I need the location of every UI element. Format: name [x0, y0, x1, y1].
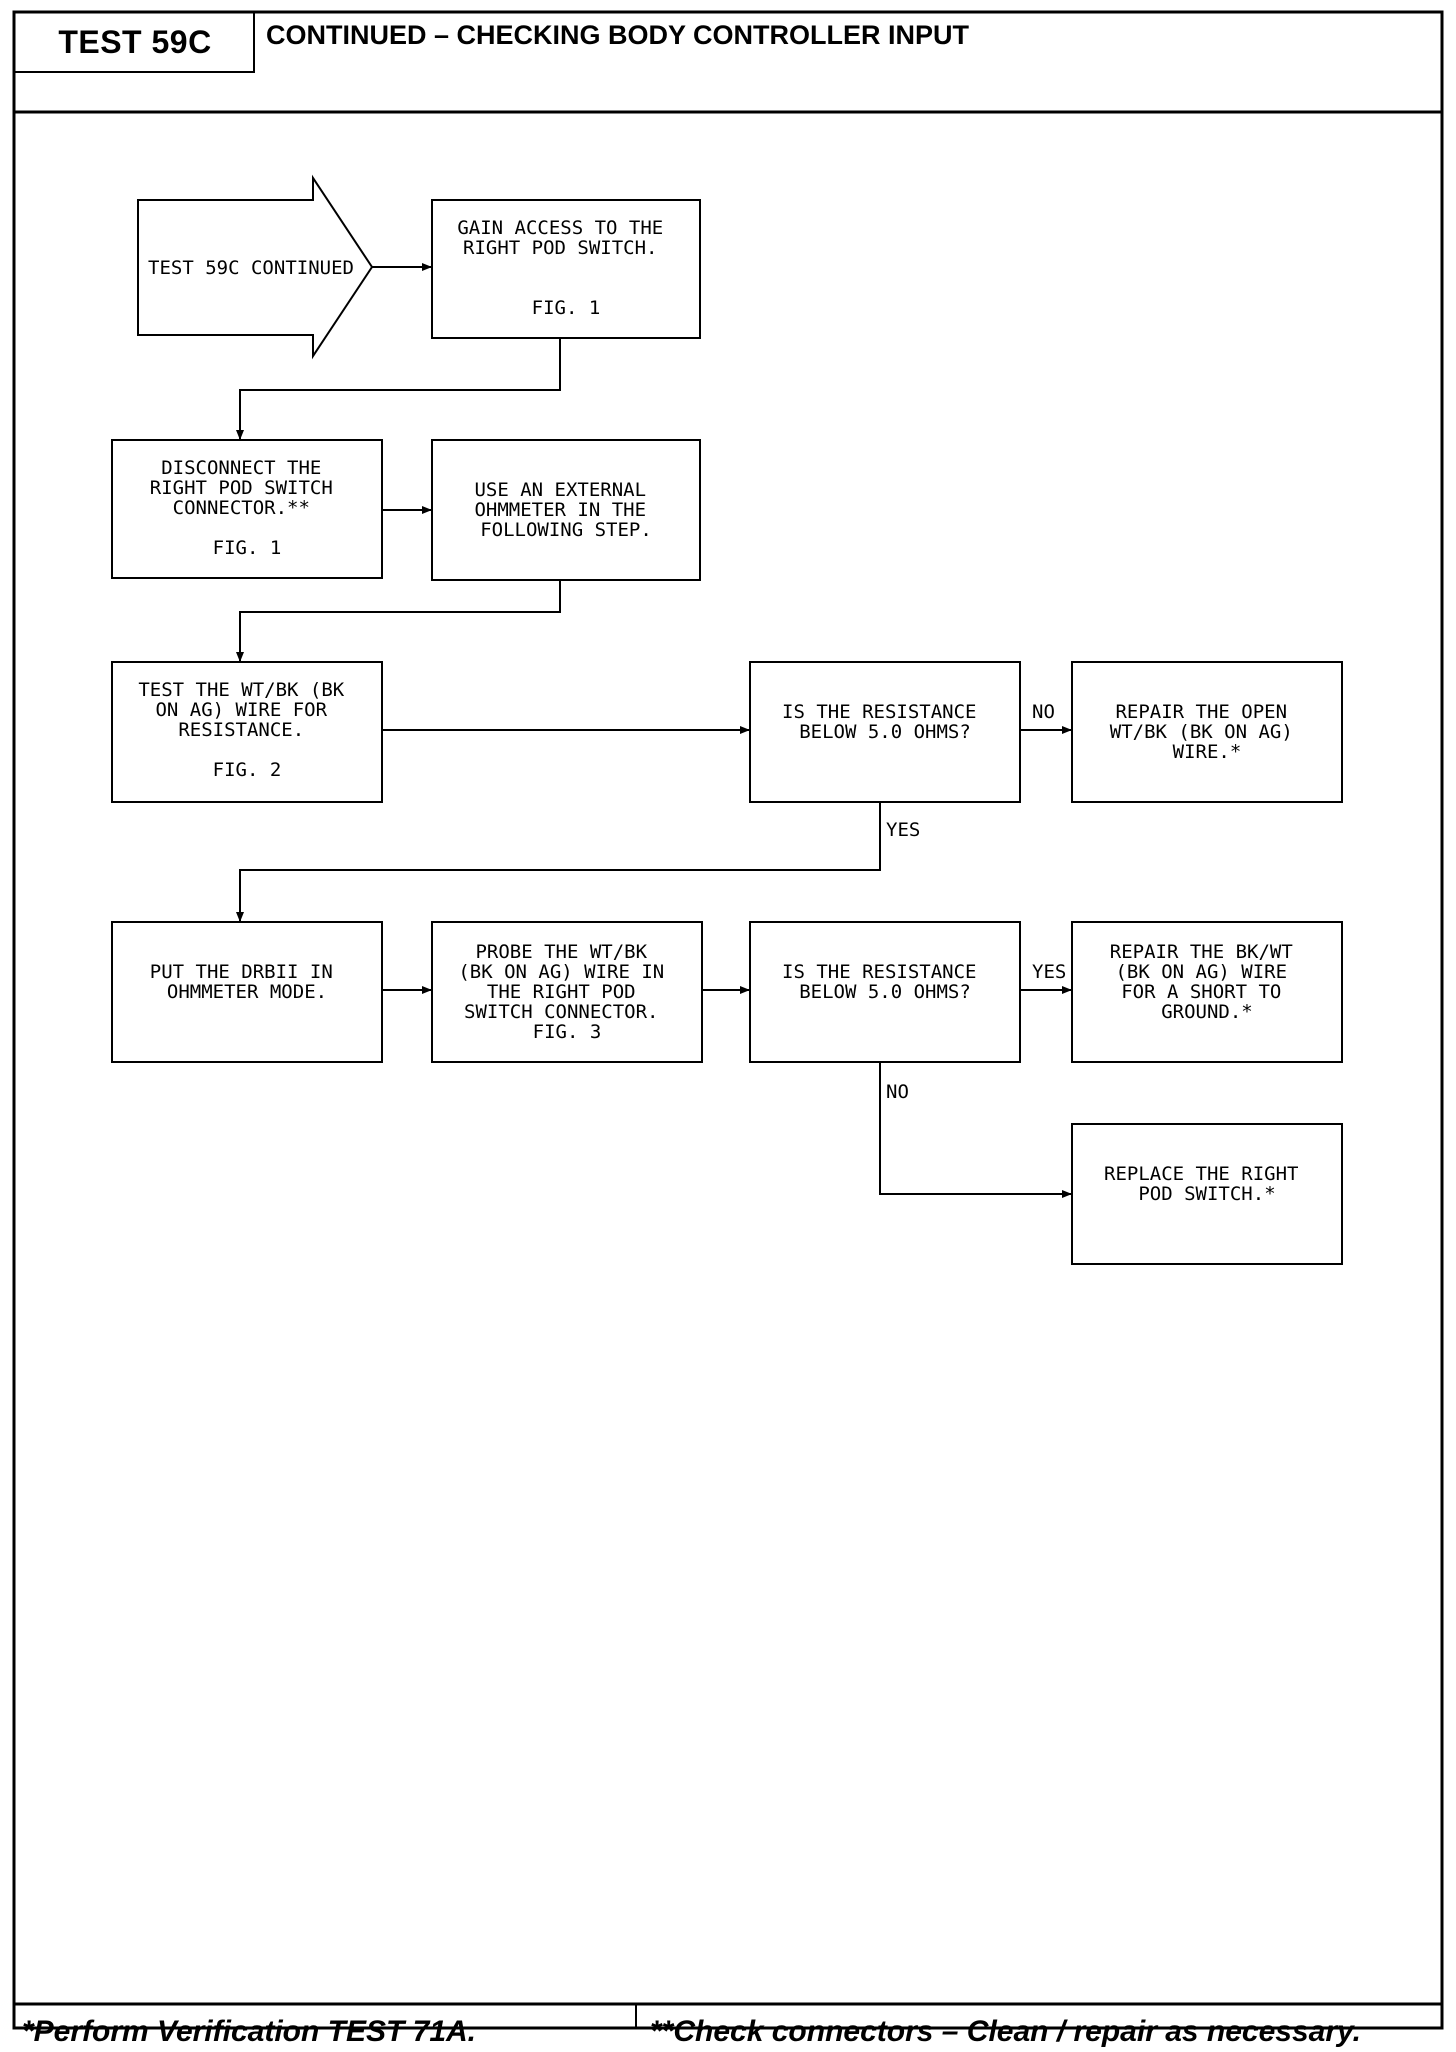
step-disconnect-fig: FIG. 1: [213, 537, 282, 559]
step-gain-access-text: GAIN ACCESS TO THE RIGHT POD SWITCH. FIG…: [457, 217, 674, 319]
branch-label-d2-yes: YES: [1032, 961, 1066, 983]
step-probe-wire-line: SWITCH CONNECTOR.: [464, 1001, 658, 1023]
decision-1-box: [749, 661, 1021, 803]
decision-1-line: BELOW 5.0 OHMS?: [799, 721, 971, 743]
footer-connectors-note: **Check connectors – Clean / repair as n…: [650, 2015, 1361, 2048]
step-repair-short-line: (BK ON AG) WIRE: [1115, 961, 1287, 983]
step-gain-access-box: [431, 199, 701, 339]
step-test-wire-text: TEST THE WT/BK (BK ON AG) WIRE FOR RESIS…: [138, 679, 355, 781]
step-repair-short-line: FOR A SHORT TO: [1121, 981, 1281, 1003]
step-disconnect-line: RIGHT POD SWITCH: [150, 477, 333, 499]
step-external-ohmmeter-box: [431, 439, 701, 581]
step-replace-switch-box: [1071, 1123, 1343, 1265]
step-repair-open-line: WIRE.*: [1173, 741, 1242, 763]
step-test-wire-box: [111, 661, 383, 803]
step-probe-wire-text: PROBE THE WT/BK (BK ON AG) WIRE IN THE R…: [458, 941, 675, 1043]
step-repair-open-box: [1071, 661, 1343, 803]
step-probe-wire-line: PROBE THE WT/BK: [475, 941, 647, 963]
connector-gain-to-disconnect: [236, 338, 561, 440]
step-repair-open-text: REPAIR THE OPEN WT/BK (BK ON AG) WIRE.*: [1110, 701, 1304, 763]
step-test-wire-line: TEST THE WT/BK (BK: [138, 679, 344, 701]
step-put-drbii-line: OHMMETER MODE.: [167, 981, 327, 1003]
footer-verification-note: *Perform Verification TEST 71A.: [22, 2015, 477, 2048]
step-repair-open-line: WT/BK (BK ON AG): [1110, 721, 1293, 743]
step-disconnect-line: DISCONNECT THE: [161, 457, 321, 479]
step-external-ohmmeter-line: OHMMETER IN THE: [474, 499, 646, 521]
branch-label-d2-no: NO: [886, 1081, 909, 1103]
step-repair-short-line: REPAIR THE BK/WT: [1110, 941, 1293, 963]
decision-2-line: IS THE RESISTANCE: [782, 961, 976, 983]
step-put-drbii-text: PUT THE DRBII IN OHMMETER MODE.: [150, 961, 344, 1003]
step-repair-short-line: GROUND.*: [1161, 1001, 1253, 1023]
step-repair-short-box: [1071, 921, 1343, 1063]
step-test-wire-fig: FIG. 2: [213, 759, 282, 781]
step-repair-short-text: REPAIR THE BK/WT (BK ON AG) WIRE FOR A S…: [1110, 941, 1304, 1023]
step-probe-wire-line: (BK ON AG) WIRE IN: [458, 961, 664, 983]
step-external-ohmmeter-text: USE AN EXTERNAL OHMMETER IN THE FOLLOWIN…: [474, 479, 657, 541]
step-probe-wire-box: [431, 921, 703, 1063]
connector-decision1-yes: [236, 802, 881, 922]
step-disconnect-text: DISCONNECT THE RIGHT POD SWITCH CONNECTO…: [150, 457, 344, 559]
decision-1-line: IS THE RESISTANCE: [782, 701, 976, 723]
header-test-id: TEST 59C: [58, 23, 212, 60]
step-replace-switch-line: REPLACE THE RIGHT: [1104, 1163, 1298, 1185]
decision-2-text: IS THE RESISTANCE BELOW 5.0 OHMS?: [782, 961, 988, 1003]
step-gain-access-line: GAIN ACCESS TO THE: [457, 217, 663, 239]
step-probe-wire-fig: FIG. 3: [533, 1021, 602, 1043]
header-title: CONTINUED – CHECKING BODY CONTROLLER INP…: [266, 20, 970, 50]
connector-decision2-no: [879, 1062, 1072, 1198]
start-label: TEST 59C CONTINUED: [148, 257, 354, 279]
step-replace-switch-text: REPLACE THE RIGHT POD SWITCH.*: [1104, 1163, 1310, 1205]
branch-label-d1-no: NO: [1032, 701, 1055, 723]
step-gain-access-line: RIGHT POD SWITCH.: [463, 237, 657, 259]
step-put-drbii-line: PUT THE DRBII IN: [150, 961, 333, 983]
step-disconnect-box: [111, 439, 383, 579]
connector-ohmmeter-to-test: [236, 580, 561, 662]
step-repair-open-line: REPAIR THE OPEN: [1115, 701, 1287, 723]
decision-2-box: [749, 921, 1021, 1063]
header-tag-box: [14, 12, 255, 73]
step-external-ohmmeter-line: USE AN EXTERNAL: [474, 479, 646, 501]
step-put-drbii-box: [111, 921, 383, 1063]
start-arrow-shape: [137, 174, 374, 360]
step-external-ohmmeter-line: FOLLOWING STEP.: [480, 519, 652, 541]
step-disconnect-line: CONNECTOR.**: [173, 497, 310, 519]
step-replace-switch-line: POD SWITCH.*: [1138, 1183, 1275, 1205]
decision-1-text: IS THE RESISTANCE BELOW 5.0 OHMS?: [782, 701, 988, 743]
step-gain-access-fig: FIG. 1: [532, 297, 601, 319]
step-test-wire-line: ON AG) WIRE FOR: [155, 699, 327, 721]
step-probe-wire-line: THE RIGHT POD: [487, 981, 636, 1003]
page-border: [12, 10, 1444, 2030]
decision-2-line: BELOW 5.0 OHMS?: [799, 981, 971, 1003]
branch-label-d1-yes: YES: [886, 819, 920, 841]
step-test-wire-line: RESISTANCE.: [178, 719, 304, 741]
